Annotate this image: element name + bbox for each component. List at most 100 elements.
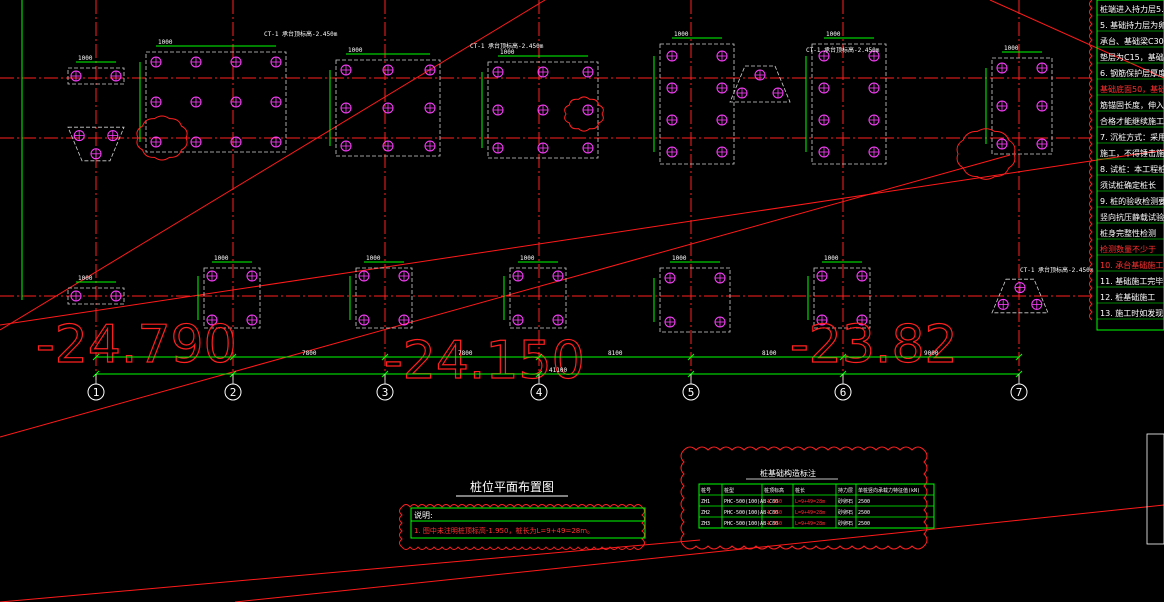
pile-cap: 1000 [481, 49, 599, 159]
elevation-label-3: -23.82 [790, 315, 958, 375]
axis-bubble [1010, 383, 1028, 401]
pile-cap: 1000 [985, 45, 1053, 155]
revision-cloud [564, 96, 604, 132]
axis-bubble [530, 383, 548, 401]
pile-caps: 1000 1000 1000 1000 1000 1000 1000 1000 1000 1000… [67, 30, 1094, 333]
dim-tick [535, 353, 543, 361]
axis-label: 1 [93, 386, 100, 399]
table-cell: L=9+49=28m [795, 510, 825, 516]
cap-outline [355, 267, 413, 329]
axis-label: 2 [230, 386, 237, 399]
dim-4: 8100 [762, 350, 777, 357]
pile-cap: 1000 [67, 55, 125, 85]
table-cell: ZH1 [701, 499, 710, 505]
right-note-line: 9. 桩的验收检测要求 [1100, 196, 1164, 206]
right-note-line: 合格才能继续施工 [1100, 116, 1164, 126]
pile-cap: 1000 [503, 255, 567, 329]
right-note-line: 10. 承台基础施工时 [1100, 260, 1164, 270]
cap-dim-label: 1000 [500, 49, 515, 56]
axis-label: 7 [1016, 386, 1023, 399]
right-note-line: 桩端进入持力层5.0m [1100, 4, 1164, 14]
dim-1: 7800 [302, 350, 317, 357]
table-cell: PHC-500(100)AB-C80 [724, 499, 778, 505]
table-cell: -1.950 [764, 510, 782, 516]
right-note-line: 须试桩确定桩长 [1100, 180, 1156, 190]
table-header-cell: 桩长 [795, 487, 805, 494]
cap-dim-label: 1000 [158, 39, 173, 46]
right-note-line: 13. 施工时如发现 [1100, 308, 1163, 318]
revision-clouds [136, 96, 1016, 180]
axis-bubble [682, 383, 700, 401]
axis-bubble [834, 383, 852, 401]
right-note-line: 竖向抗压静载试验 [1100, 212, 1164, 222]
right-note-line: 11. 基础施工完毕 [1100, 276, 1163, 286]
right-note-line: 5. 基础持力层为卵石层 [1100, 20, 1164, 30]
pile-cap: 1000 [67, 275, 125, 305]
drawing-title: 桩位平面布置图 [470, 479, 554, 494]
right-note-line: 12. 桩基础施工 [1100, 292, 1155, 302]
cap-dim-label: 1000 [520, 255, 535, 262]
pile-cap-triangular [991, 278, 1049, 314]
cap-note-label: CT-1 承台顶标高-2.450m [1020, 266, 1094, 274]
dim-tick [92, 353, 100, 361]
cap-note-label: CT-1 承台顶标高-2.450m [806, 46, 880, 54]
table-cell: PHC-500(100)AB-C80 [724, 510, 778, 516]
bottom-dimension-line [96, 356, 1019, 375]
cap-dim-label: 1000 [1004, 45, 1019, 52]
pile-cap: 1000 [653, 31, 735, 165]
table-cell: -1.950 [764, 521, 782, 527]
cap-dim-label: 1000 [78, 275, 93, 282]
cap-dim-label: 1000 [674, 31, 689, 38]
axis-bubble [224, 383, 242, 401]
cap-dim-label: 1000 [214, 255, 229, 262]
dim-tick [381, 353, 389, 361]
table-cell: 砂卵石 [838, 520, 853, 527]
pile-cap: 1000 [805, 31, 887, 165]
cap-dim-label: 1000 [366, 255, 381, 262]
table-cell: ZH2 [701, 510, 710, 516]
dim-3: 8100 [608, 350, 623, 357]
table-cell: L=9+49=28m [795, 521, 825, 527]
table-cell: 砂卵石 [838, 498, 853, 505]
cap-outline [729, 65, 791, 103]
cap-outline [67, 287, 125, 305]
cap-outline [335, 59, 441, 157]
cap-dim-label: 1000 [78, 55, 93, 62]
cap-dim-label: 1000 [348, 47, 363, 54]
table-header-cell: 桩号 [701, 487, 711, 494]
table-header-cell: 持力层 [838, 487, 853, 494]
cap-outline [811, 43, 887, 165]
table-header-cell: 桩型 [724, 487, 734, 494]
axis-label: 5 [688, 386, 695, 399]
table-cell: 2500 [858, 499, 870, 505]
pile-table-title: 桩基础构造标注 [760, 468, 816, 478]
dim-tick [687, 353, 695, 361]
pile-cap: 1000 [139, 39, 287, 153]
pile-cap: 1000 [349, 255, 413, 329]
pile-cap: 1000 [653, 255, 731, 333]
cap-note-label: CT-1 承台顶标高-2.450m [264, 30, 338, 38]
dim-tick [229, 353, 237, 361]
cap-outline [509, 267, 567, 329]
cap-dim-label: 1000 [824, 255, 839, 262]
right-notes-panel: 桩端进入持力层5.0m5. 基础持力层为卵石层承台、基础梁C30垫层为C15，基… [1089, 0, 1164, 545]
right-note-line: 基础底面50，基础顶面 [1100, 84, 1164, 94]
axis-label: 6 [840, 386, 847, 399]
right-note-line: 施工，不得锤击施打 [1100, 148, 1164, 158]
cap-dim-label: 1000 [826, 31, 841, 38]
notes-line-1: 1. 图中未注明桩顶标高-1.950，桩长为L=9+49=28m。 [414, 526, 594, 535]
right-note-line: 6. 钢筋保护层厚度 [1100, 68, 1164, 78]
table-cell: 2500 [858, 521, 870, 527]
cap-dim-label: 1000 [672, 255, 687, 262]
cap-outline [813, 267, 871, 329]
table-cell: 砂卵石 [838, 509, 853, 516]
cap-outline [991, 278, 1049, 314]
table-cell: ZH3 [701, 521, 710, 527]
dim-5: 9000 [924, 350, 939, 357]
cap-outline [145, 51, 287, 153]
cap-note-label: CT-1 承台顶标高-2.450m [470, 42, 544, 50]
dim-tick [839, 353, 847, 361]
table-cell: 2500 [858, 510, 870, 516]
